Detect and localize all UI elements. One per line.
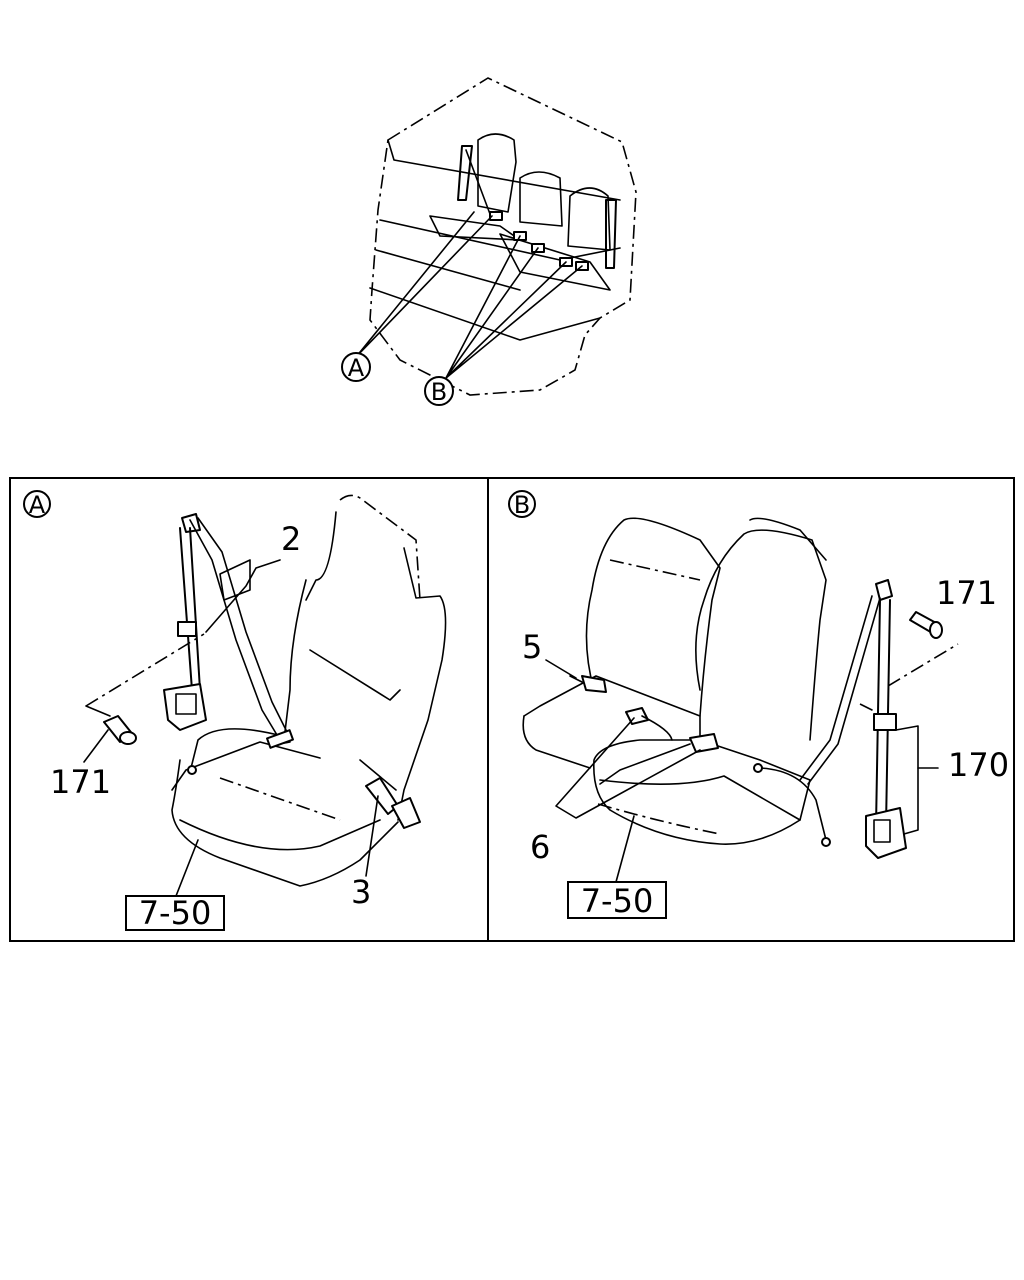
seat-belt-retractor-a [163,513,294,775]
panel-a-id: A [29,491,46,519]
ref-box-a [125,895,225,931]
leader-171-a [83,729,109,763]
callout-b: B [424,376,454,406]
buckle-a [365,777,421,877]
buckle-b [569,675,607,693]
leader-ref-b [615,815,635,883]
ref-box-b [567,881,667,919]
anchor-bolt-a [85,633,205,745]
seat-belt-retractor-b [753,579,959,859]
callout-a: A [341,352,371,382]
panel-a: A [23,490,447,932]
anchor-bolt-b [909,611,943,639]
driver-seat [171,494,447,887]
panel-b: B 5 6 [508,490,1009,920]
label-lap-belt: 6 [530,828,550,866]
ref-text-b: 7-50 [581,882,654,920]
cab-overview: A B [341,77,637,406]
label-buckle-a: 3 [351,873,371,911]
leader-2 [205,559,281,633]
passenger-seats [522,517,827,845]
panel-b-id: B [514,491,530,519]
label-anchor-bolt-a: 171 [50,763,111,801]
label-buckle-b: 5 [522,628,542,666]
label-retractor-belt: 170 [948,746,1009,784]
detail-panel-frame [9,477,1015,942]
ref-text-a: 7-50 [139,894,212,932]
leader-ref-a [175,839,199,897]
label-belt-guide: 2 [281,520,301,558]
label-anchor-bolt-b: 171 [936,574,997,612]
leader-6 [555,717,701,819]
callout-a-label: A [348,354,365,382]
lap-belt-b [599,707,719,785]
callout-b-label: B [431,378,447,406]
leader-5 [545,659,577,679]
